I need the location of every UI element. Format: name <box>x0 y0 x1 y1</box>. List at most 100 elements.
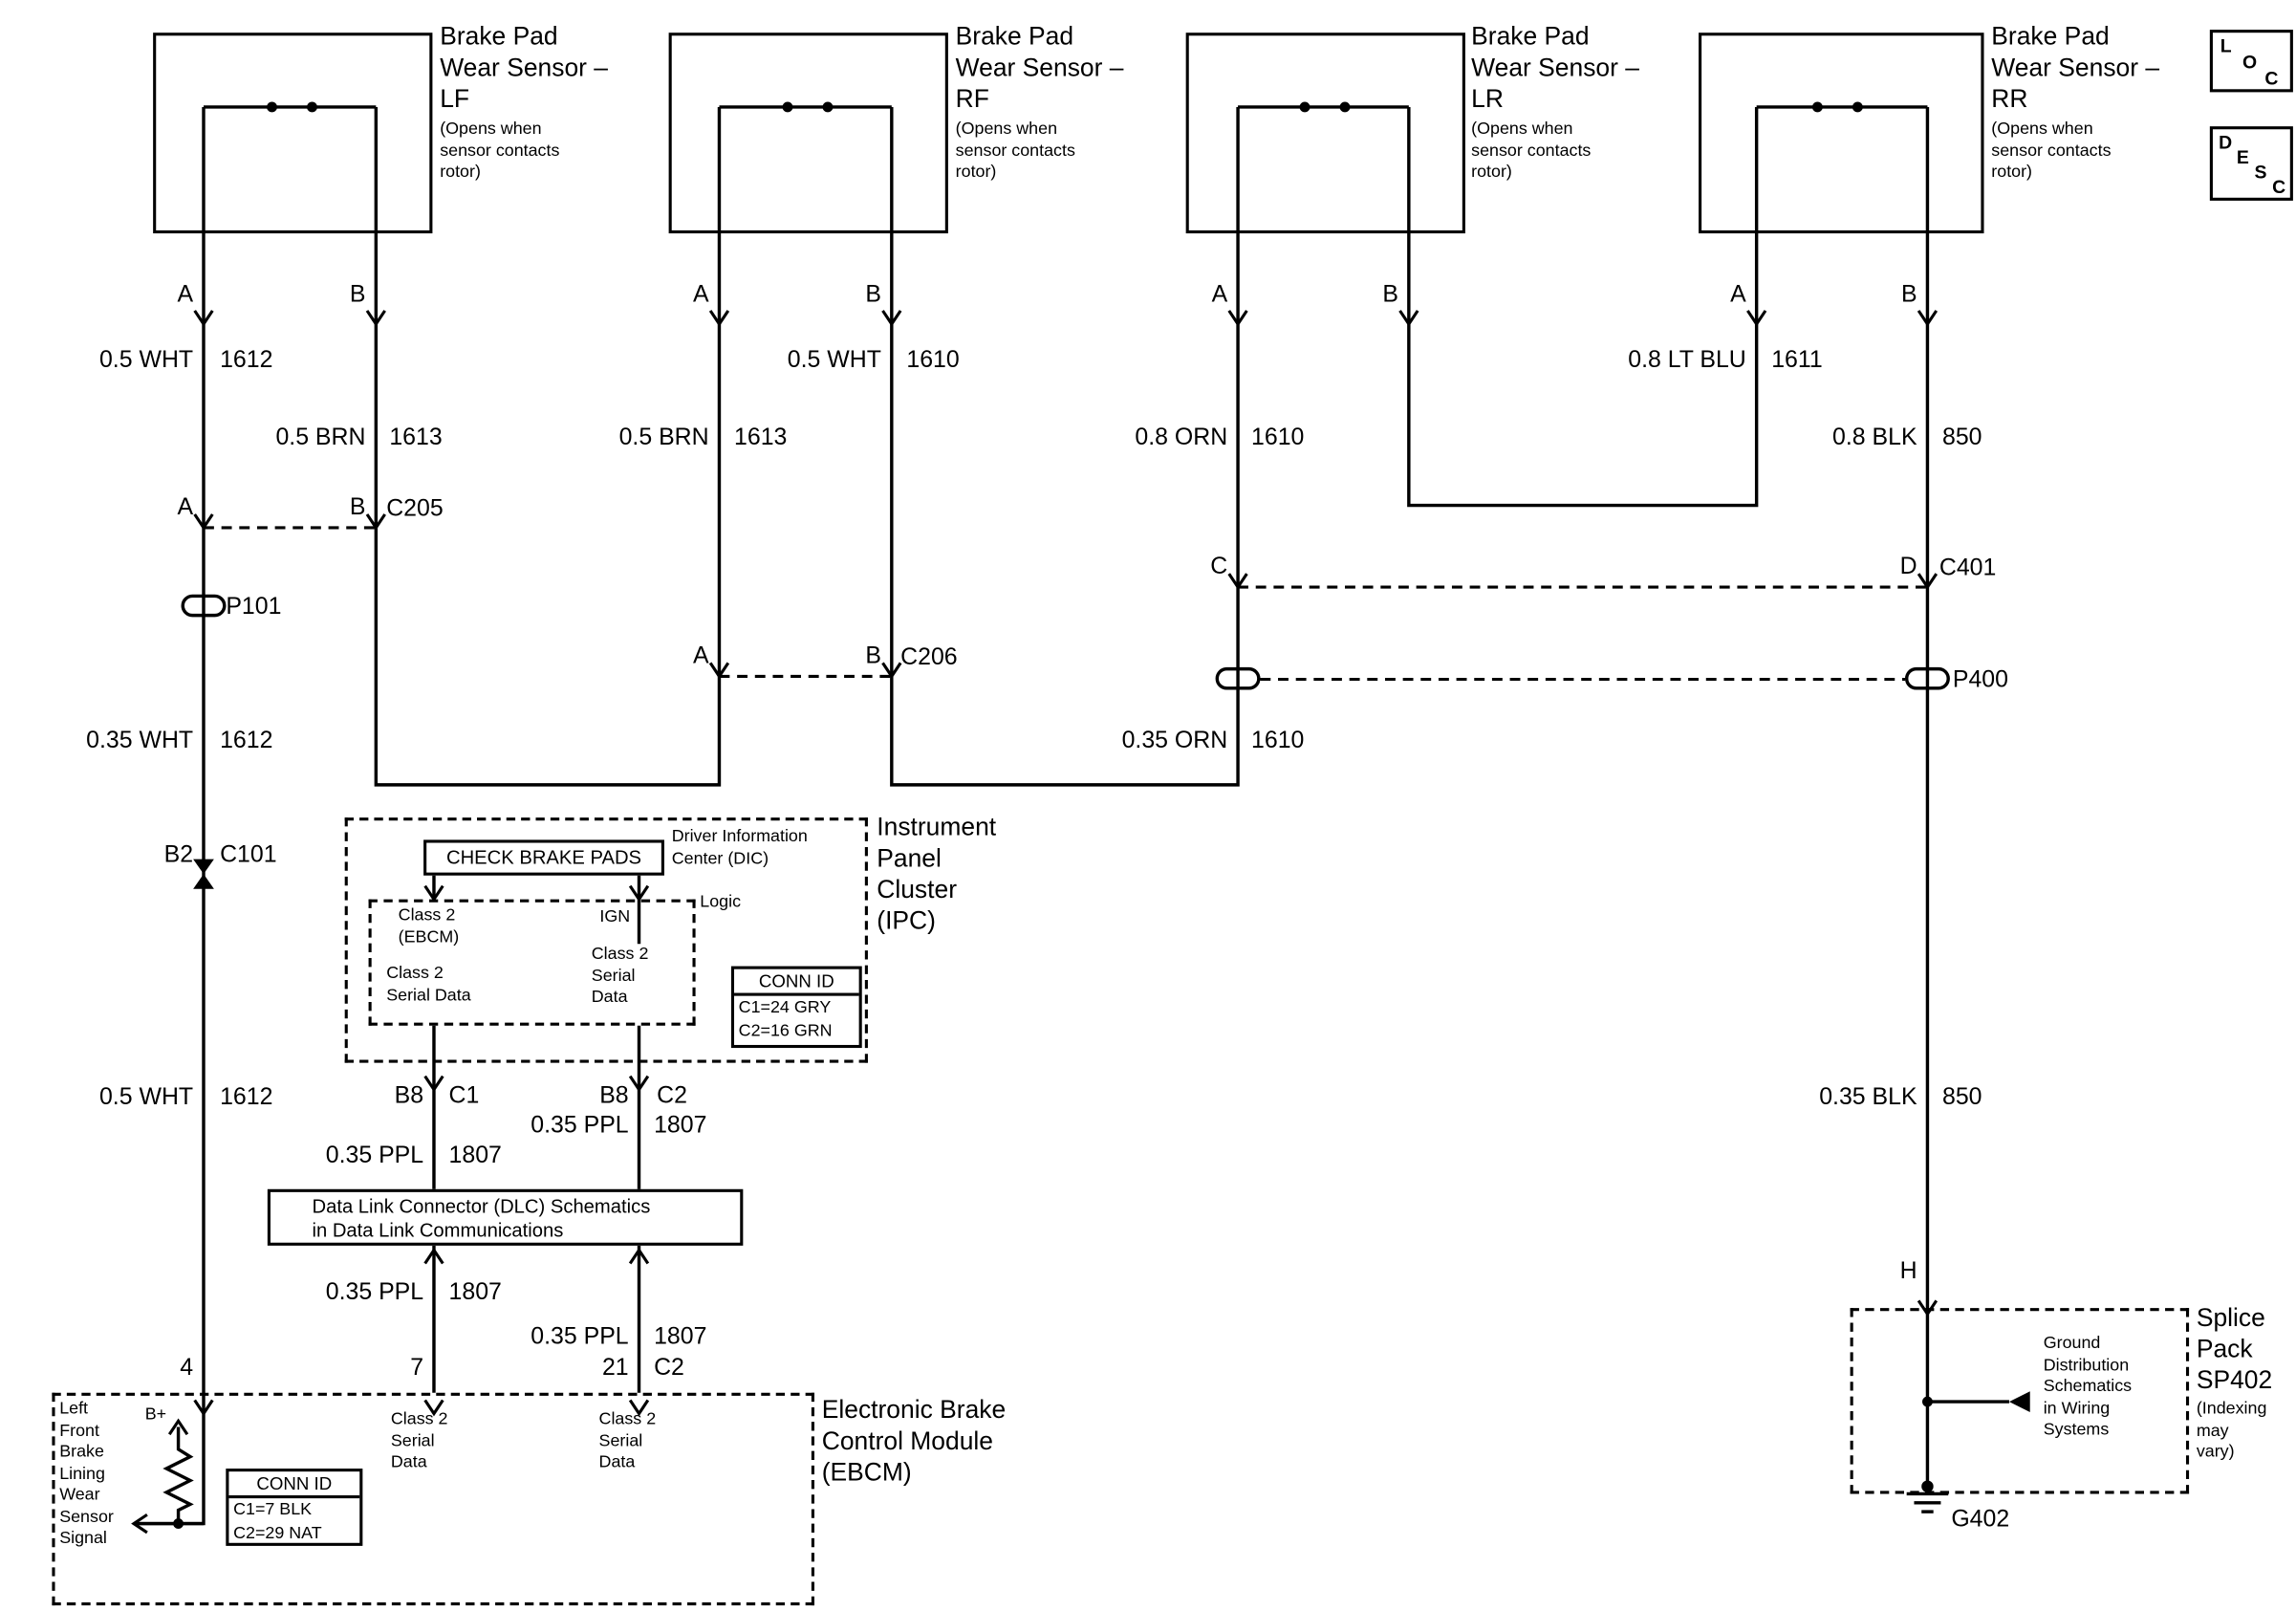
ebcm-signal-label: Left Front Brake Lining Wear Sensor Sign… <box>59 1400 114 1548</box>
wire-circuit-rr-a: 1611 <box>1771 347 1823 374</box>
pin-rr-b: B <box>1900 282 1917 308</box>
splice-pack-note: (Indexing may vary) <box>2196 1400 2267 1462</box>
ipc-pin-c2: C2 <box>657 1083 687 1109</box>
ebcm-pin-c2: C2 <box>654 1355 684 1382</box>
ipc-box <box>344 817 868 1063</box>
desc-letter: E <box>2236 146 2249 168</box>
desc-letter: D <box>2219 132 2233 154</box>
ipc-pin-c1: C1 <box>448 1083 480 1109</box>
ipc-pin-b8-right: B8 <box>599 1083 629 1109</box>
sensor-title-rr: Brake Pad Wear Sensor – RR <box>1991 22 2160 114</box>
ipc-logic-box <box>368 899 696 1026</box>
ebcm-serial-right-label: Class 2 Serial Data <box>598 1410 657 1472</box>
sensor-title-lr: Brake Pad Wear Sensor – LR <box>1471 22 1639 114</box>
p400-label: P400 <box>1952 667 2008 693</box>
ebcm-label: Electronic Brake Control Module (EBCM) <box>821 1395 1007 1487</box>
ground-distribution-ref-label: Ground Distribution Schematics in Wiring… <box>2043 1335 2133 1439</box>
ground-ref-arrow <box>2008 1391 2030 1412</box>
wire-lf-b-rf-a <box>374 106 722 787</box>
wire-rf-b-lr-a <box>890 106 1240 787</box>
grommet-p101 <box>181 594 227 618</box>
ebcm-conn-id-row: C1=7 BLK <box>233 1501 313 1519</box>
loc-button[interactable]: L O C <box>2209 30 2293 93</box>
ebcm-pin-7: 7 <box>410 1355 424 1382</box>
wire-lr-b-rr-a <box>1407 106 1759 508</box>
c205-pin-a: A <box>177 494 194 521</box>
wire-name-lr-a: 0.8 ORN <box>1135 425 1228 451</box>
p101-label: P101 <box>226 594 282 620</box>
wire-name-ppl-c2: 0.35 PPL <box>531 1113 629 1139</box>
c206-pin-b: B <box>865 643 881 669</box>
wire-circuit-rf-b: 1610 <box>906 347 960 374</box>
wire-name-lf-a-upper: 0.5 WHT <box>98 347 194 374</box>
loc-letter: C <box>2264 68 2279 90</box>
splice-pack-box <box>1850 1308 2190 1494</box>
wire-circuit-ppl-pin21: 1807 <box>654 1324 707 1350</box>
ipc-conn-id-row: C1=24 GRY <box>738 998 832 1017</box>
dlc-label: Data Link Connector (DLC) Schematics in … <box>312 1194 651 1242</box>
ebcm-conn-id-box: CONN ID C1=7 BLK C2=29 NAT <box>226 1469 363 1546</box>
ipc-conn-id-box: CONN ID C1=24 GRY C2=16 GRN <box>730 966 862 1049</box>
ebcm-pin-21: 21 <box>601 1355 629 1382</box>
pin-rf-a: A <box>693 282 709 308</box>
ebcm-pin-4: 4 <box>180 1355 194 1382</box>
sensor-note-rf: (Opens when sensor contacts rotor) <box>955 120 1075 182</box>
c101-label: C101 <box>220 842 277 868</box>
ipc-dic-label: Driver Information Center (DIC) <box>671 827 808 868</box>
c206-pin-a: A <box>693 643 709 669</box>
inline-connector-c101 <box>193 859 214 889</box>
wire-name-lr-a-mid: 0.35 ORN <box>1121 728 1228 754</box>
wire-name-ppl-c1: 0.35 PPL <box>325 1143 424 1168</box>
sensor-box-rr <box>1699 33 1984 234</box>
wire-name-ppl-pin7: 0.35 PPL <box>325 1279 424 1306</box>
c401-pin-c: C <box>1210 554 1228 580</box>
pin-lr-b: B <box>1382 282 1398 308</box>
wire-circuit-lf-a-lower: 1612 <box>220 1084 273 1111</box>
c205-pin-b: B <box>349 494 366 521</box>
wire-circuit-lr-a-mid: 1610 <box>1251 728 1305 754</box>
desc-letter: S <box>2254 162 2267 184</box>
wire-circuit-rr-b: 850 <box>1941 425 1982 451</box>
sensor-box-lr <box>1185 33 1465 234</box>
ipc-pin-b8-left: B8 <box>394 1083 424 1109</box>
sensor-box-rf <box>668 33 948 234</box>
loc-letter: O <box>2242 52 2258 74</box>
sensor-note-lf: (Opens when sensor contacts rotor) <box>440 120 560 182</box>
wire-name-rf-b: 0.5 WHT <box>787 347 881 374</box>
grommet-symbols <box>181 594 1950 690</box>
splice-pin-h: H <box>1899 1258 1917 1285</box>
c401-label: C401 <box>1939 555 1997 581</box>
wire-circuit-rr-b-lower: 850 <box>1941 1084 1982 1111</box>
ipc-serial-right-label: Class 2 Serial Data <box>591 945 649 1007</box>
loc-letter: L <box>2220 35 2232 57</box>
check-brake-pads-label: CHECK BRAKE PADS <box>445 845 642 868</box>
wire-name-rr-a: 0.8 LT BLU <box>1628 347 1746 374</box>
wire-circuit-rf-a: 1613 <box>734 425 788 451</box>
sensor-box-lf <box>153 33 433 234</box>
ebcm-conn-id-row: C2=29 NAT <box>233 1525 322 1543</box>
ipc-conn-id-title: CONN ID <box>734 969 859 996</box>
wire-circuit-ppl-pin7: 1807 <box>448 1279 502 1306</box>
ipc-class2-ebcm-label: Class 2 (EBCM) <box>398 906 460 947</box>
grommet-p400-right <box>1904 666 1950 690</box>
ipc-conn-id-row: C2=16 GRN <box>738 1022 833 1041</box>
desc-button[interactable]: D E S C <box>2209 126 2293 201</box>
pin-lf-b: B <box>349 282 366 308</box>
wire-name-rr-b: 0.8 BLK <box>1832 425 1917 451</box>
wire-name-ppl-pin21: 0.35 PPL <box>531 1324 629 1350</box>
desc-letter: C <box>2272 177 2286 198</box>
splice-pack-label: Splice Pack SP402 <box>2196 1303 2273 1395</box>
pin-lf-a: A <box>177 282 194 308</box>
sensor-note-rr: (Opens when sensor contacts rotor) <box>1991 120 2112 182</box>
wire-lf-a <box>133 106 206 1526</box>
grommet-p400-left <box>1215 666 1261 690</box>
ipc-logic-label: Logic <box>700 893 742 912</box>
wire-circuit-lf-a-mid: 1612 <box>220 728 273 754</box>
wire-circuit-lf-b: 1613 <box>389 425 443 451</box>
ipc-label: Instrument Panel Cluster (IPC) <box>877 813 997 935</box>
wire-circuit-lf-a-upper: 1612 <box>220 347 273 374</box>
wire-name-lf-a-lower: 0.5 WHT <box>98 1084 194 1111</box>
wire-circuit-ppl-c1: 1807 <box>448 1143 502 1168</box>
